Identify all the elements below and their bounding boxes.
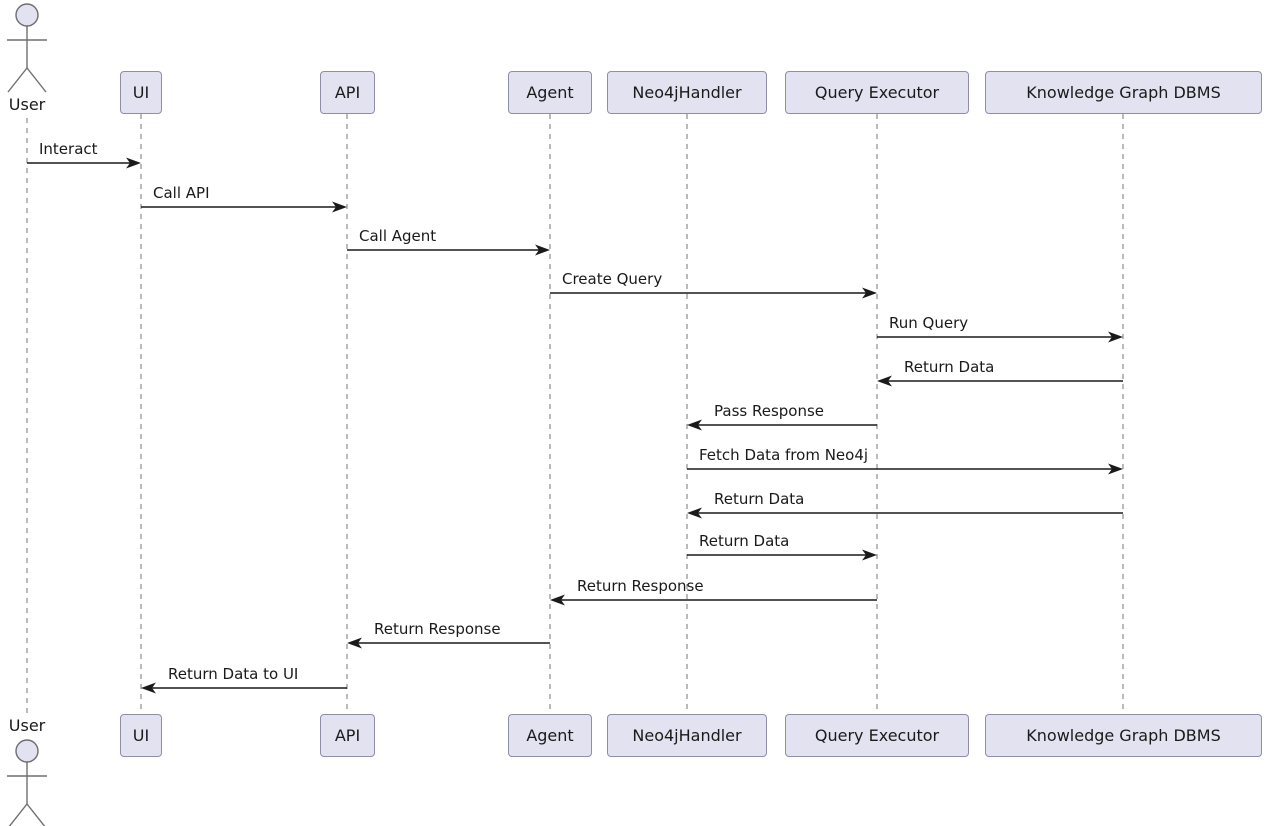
message-arrowhead-1	[332, 201, 347, 213]
message-arrowhead-4	[1108, 331, 1123, 343]
message-arrowhead-7	[1108, 463, 1123, 475]
message-arrowhead-10	[550, 594, 565, 606]
participant-box-agent-top: Agent	[508, 71, 592, 114]
actor-head	[15, 3, 39, 27]
message-label-3: Create Query	[562, 270, 663, 288]
message-label-5: Return Data	[904, 358, 995, 376]
message-arrowhead-5	[877, 375, 892, 387]
participant-box-queryexecutor-top: Query Executor	[785, 71, 969, 114]
message-arrowhead-3	[862, 287, 877, 299]
participant-box-queryexecutor-bottom: Query Executor	[785, 714, 969, 757]
message-label-12: Return Data to UI	[168, 665, 299, 683]
message-label-2: Call Agent	[359, 227, 437, 245]
message-arrowhead-2	[535, 244, 550, 256]
participant-box-kgdbms-bottom: Knowledge Graph DBMS	[985, 714, 1262, 757]
message-label-6: Pass Response	[714, 402, 825, 420]
message-label-1: Call API	[153, 184, 210, 202]
message-label-9: Return Data	[699, 532, 790, 550]
participant-box-api-bottom: API	[320, 714, 375, 757]
participant-box-api-top: API	[320, 71, 375, 114]
participant-box-ui-top: UI	[120, 71, 162, 114]
message-arrowhead-8	[687, 507, 702, 519]
message-label-11: Return Response	[374, 620, 501, 638]
actor-leg-right	[26, 803, 46, 826]
message-label-0: Interact	[39, 140, 98, 158]
participant-box-neo4jhandler-top: Neo4jHandler	[607, 71, 767, 114]
actor-label-user: User	[8, 95, 46, 114]
message-label-4: Run Query	[889, 314, 969, 332]
participant-box-neo4jhandler-bottom: Neo4jHandler	[607, 714, 767, 757]
message-arrowhead-6	[687, 419, 702, 431]
actor-label-user: User	[8, 716, 46, 735]
participant-box-kgdbms-top: Knowledge Graph DBMS	[985, 71, 1262, 114]
actor-head	[15, 739, 39, 763]
message-label-10: Return Response	[577, 577, 704, 595]
message-arrowhead-12	[141, 682, 156, 694]
message-arrowhead-0	[126, 157, 141, 169]
actor-leg-left	[7, 67, 28, 93]
message-label-8: Return Data	[714, 490, 805, 508]
participant-box-ui-bottom: UI	[120, 714, 162, 757]
message-arrowhead-9	[862, 549, 877, 561]
participant-box-agent-bottom: Agent	[508, 714, 592, 757]
actor-leg-left	[8, 803, 28, 826]
actor-leg-right	[26, 67, 47, 93]
message-arrowhead-11	[347, 637, 362, 649]
message-label-7: Fetch Data from Neo4j	[699, 446, 869, 464]
